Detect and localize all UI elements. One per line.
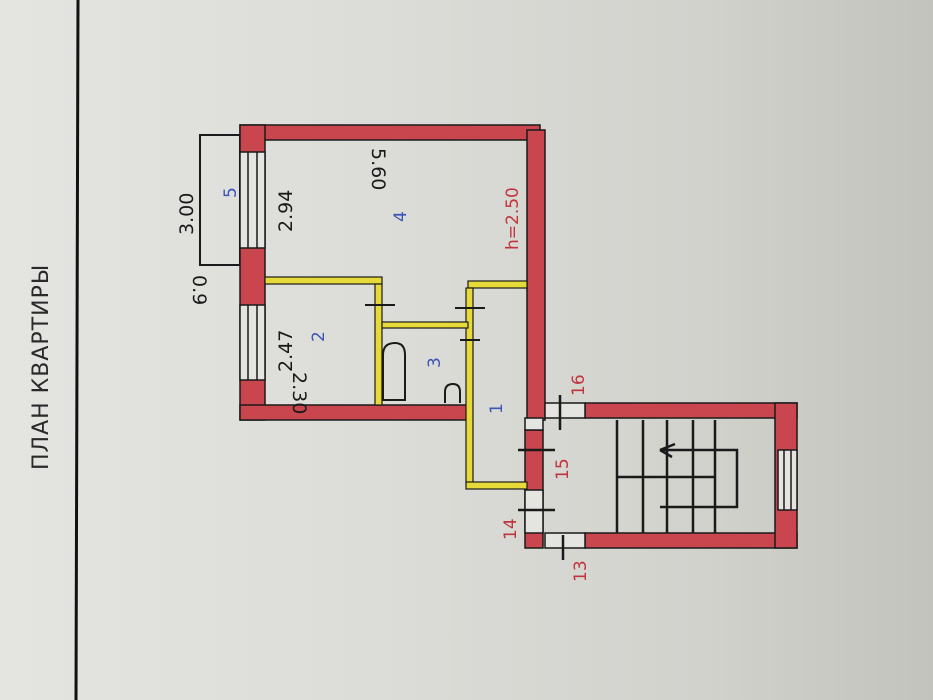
axis-14: 14 (501, 518, 521, 540)
plan-title: ПЛАН КВАРТИРЫ (29, 264, 54, 470)
axis-13: 13 (571, 560, 591, 582)
room5-number: 5 (221, 187, 241, 198)
room5-width: 0.9 (188, 275, 210, 305)
staircase (518, 395, 739, 560)
fixtures (365, 304, 485, 403)
room4-width: 2.94 (275, 190, 297, 232)
room2-length: 2.30 (288, 372, 310, 414)
room2-width: 2.47 (275, 330, 297, 372)
room4-number: 4 (391, 211, 411, 222)
balcony-outline (199, 134, 241, 266)
margin-line (74, 0, 80, 700)
room2-number: 2 (309, 331, 329, 342)
axis-15: 15 (553, 458, 573, 480)
room5-length: 3.00 (176, 193, 198, 235)
room1-number: 1 (487, 403, 507, 414)
windows (239, 151, 798, 549)
room4-length: 5.60 (367, 148, 389, 190)
room4-height: h=2.50 (503, 187, 523, 250)
room3-number: 3 (425, 357, 445, 368)
axis-16: 16 (569, 374, 589, 396)
partitions (264, 276, 528, 490)
